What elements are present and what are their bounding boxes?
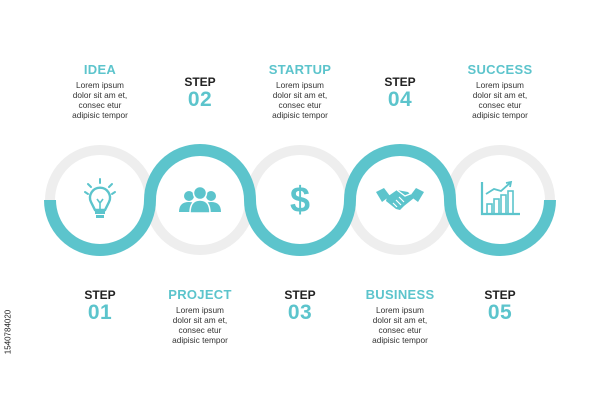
- stock-id-text: 1540784020: [3, 309, 13, 355]
- node-body-line: dolor sit am et,: [172, 315, 228, 325]
- step-number: 03: [287, 301, 313, 324]
- step-number: 02: [187, 88, 213, 111]
- growth-chart-icon: [480, 180, 520, 216]
- step-label: STEP: [184, 75, 216, 89]
- step-04: STEP 04: [360, 75, 440, 111]
- step-01: STEP 01: [60, 288, 140, 324]
- node-title: BUSINESS: [365, 287, 435, 302]
- node-title: IDEA: [83, 62, 117, 77]
- lightbulb-icon: [84, 178, 116, 218]
- node-body-line: Lorem ipsum: [476, 80, 524, 90]
- node-title: PROJECT: [168, 287, 232, 302]
- step-number: 05: [487, 301, 513, 324]
- node-idea-text: IDEA Lorem ipsum dolor sit am et, consec…: [45, 62, 155, 120]
- node-body-line: adipisic tempor: [372, 335, 428, 345]
- node-body-line: Lorem ipsum: [176, 305, 224, 315]
- step-label: STEP: [284, 288, 316, 302]
- handshake-icon: [376, 188, 424, 210]
- node-body-line: dolor sit am et,: [272, 90, 328, 100]
- step-number: 01: [87, 301, 113, 324]
- step-02: STEP 02: [160, 75, 240, 111]
- node-business-text: BUSINESS Lorem ipsum dolor sit am et, co…: [345, 287, 455, 345]
- node-body-line: dolor sit am et,: [72, 90, 128, 100]
- node-body-line: consec etur: [278, 100, 322, 110]
- node-body-line: Lorem ipsum: [76, 80, 124, 90]
- connecting-wave-line: [44, 144, 556, 256]
- node-body-line: consec etur: [178, 325, 222, 335]
- node-startup-text: STARTUP Lorem ipsum dolor sit am et, con…: [245, 62, 355, 120]
- node-body-line: adipisic tempor: [472, 110, 528, 120]
- node-body-line: Lorem ipsum: [276, 80, 324, 90]
- step-label: STEP: [384, 75, 416, 89]
- node-body-line: dolor sit am et,: [472, 90, 528, 100]
- node-body-line: adipisic tempor: [272, 110, 328, 120]
- node-body-line: adipisic tempor: [72, 110, 128, 120]
- step-05: STEP 05: [460, 288, 540, 324]
- node-body-line: dolor sit am et,: [372, 315, 428, 325]
- dollar-icon: $: [290, 179, 310, 220]
- node-success-text: SUCCESS Lorem ipsum dolor sit am et, con…: [445, 62, 555, 120]
- node-body-line: consec etur: [478, 100, 522, 110]
- node-body-line: adipisic tempor: [172, 335, 228, 345]
- step-label: STEP: [484, 288, 516, 302]
- step-number: 04: [387, 88, 413, 111]
- node-title: SUCCESS: [467, 62, 533, 77]
- step-03: STEP 03: [260, 288, 340, 324]
- node-body-line: consec etur: [78, 100, 122, 110]
- svg-text:$: $: [290, 179, 310, 220]
- node-body-line: consec etur: [378, 325, 422, 335]
- node-title: STARTUP: [268, 62, 332, 77]
- step-label: STEP: [84, 288, 116, 302]
- node-project-text: PROJECT Lorem ipsum dolor sit am et, con…: [145, 287, 255, 345]
- team-icon: [179, 185, 221, 214]
- stock-id-label: 1540784020: [3, 262, 13, 402]
- node-body-line: Lorem ipsum: [376, 305, 424, 315]
